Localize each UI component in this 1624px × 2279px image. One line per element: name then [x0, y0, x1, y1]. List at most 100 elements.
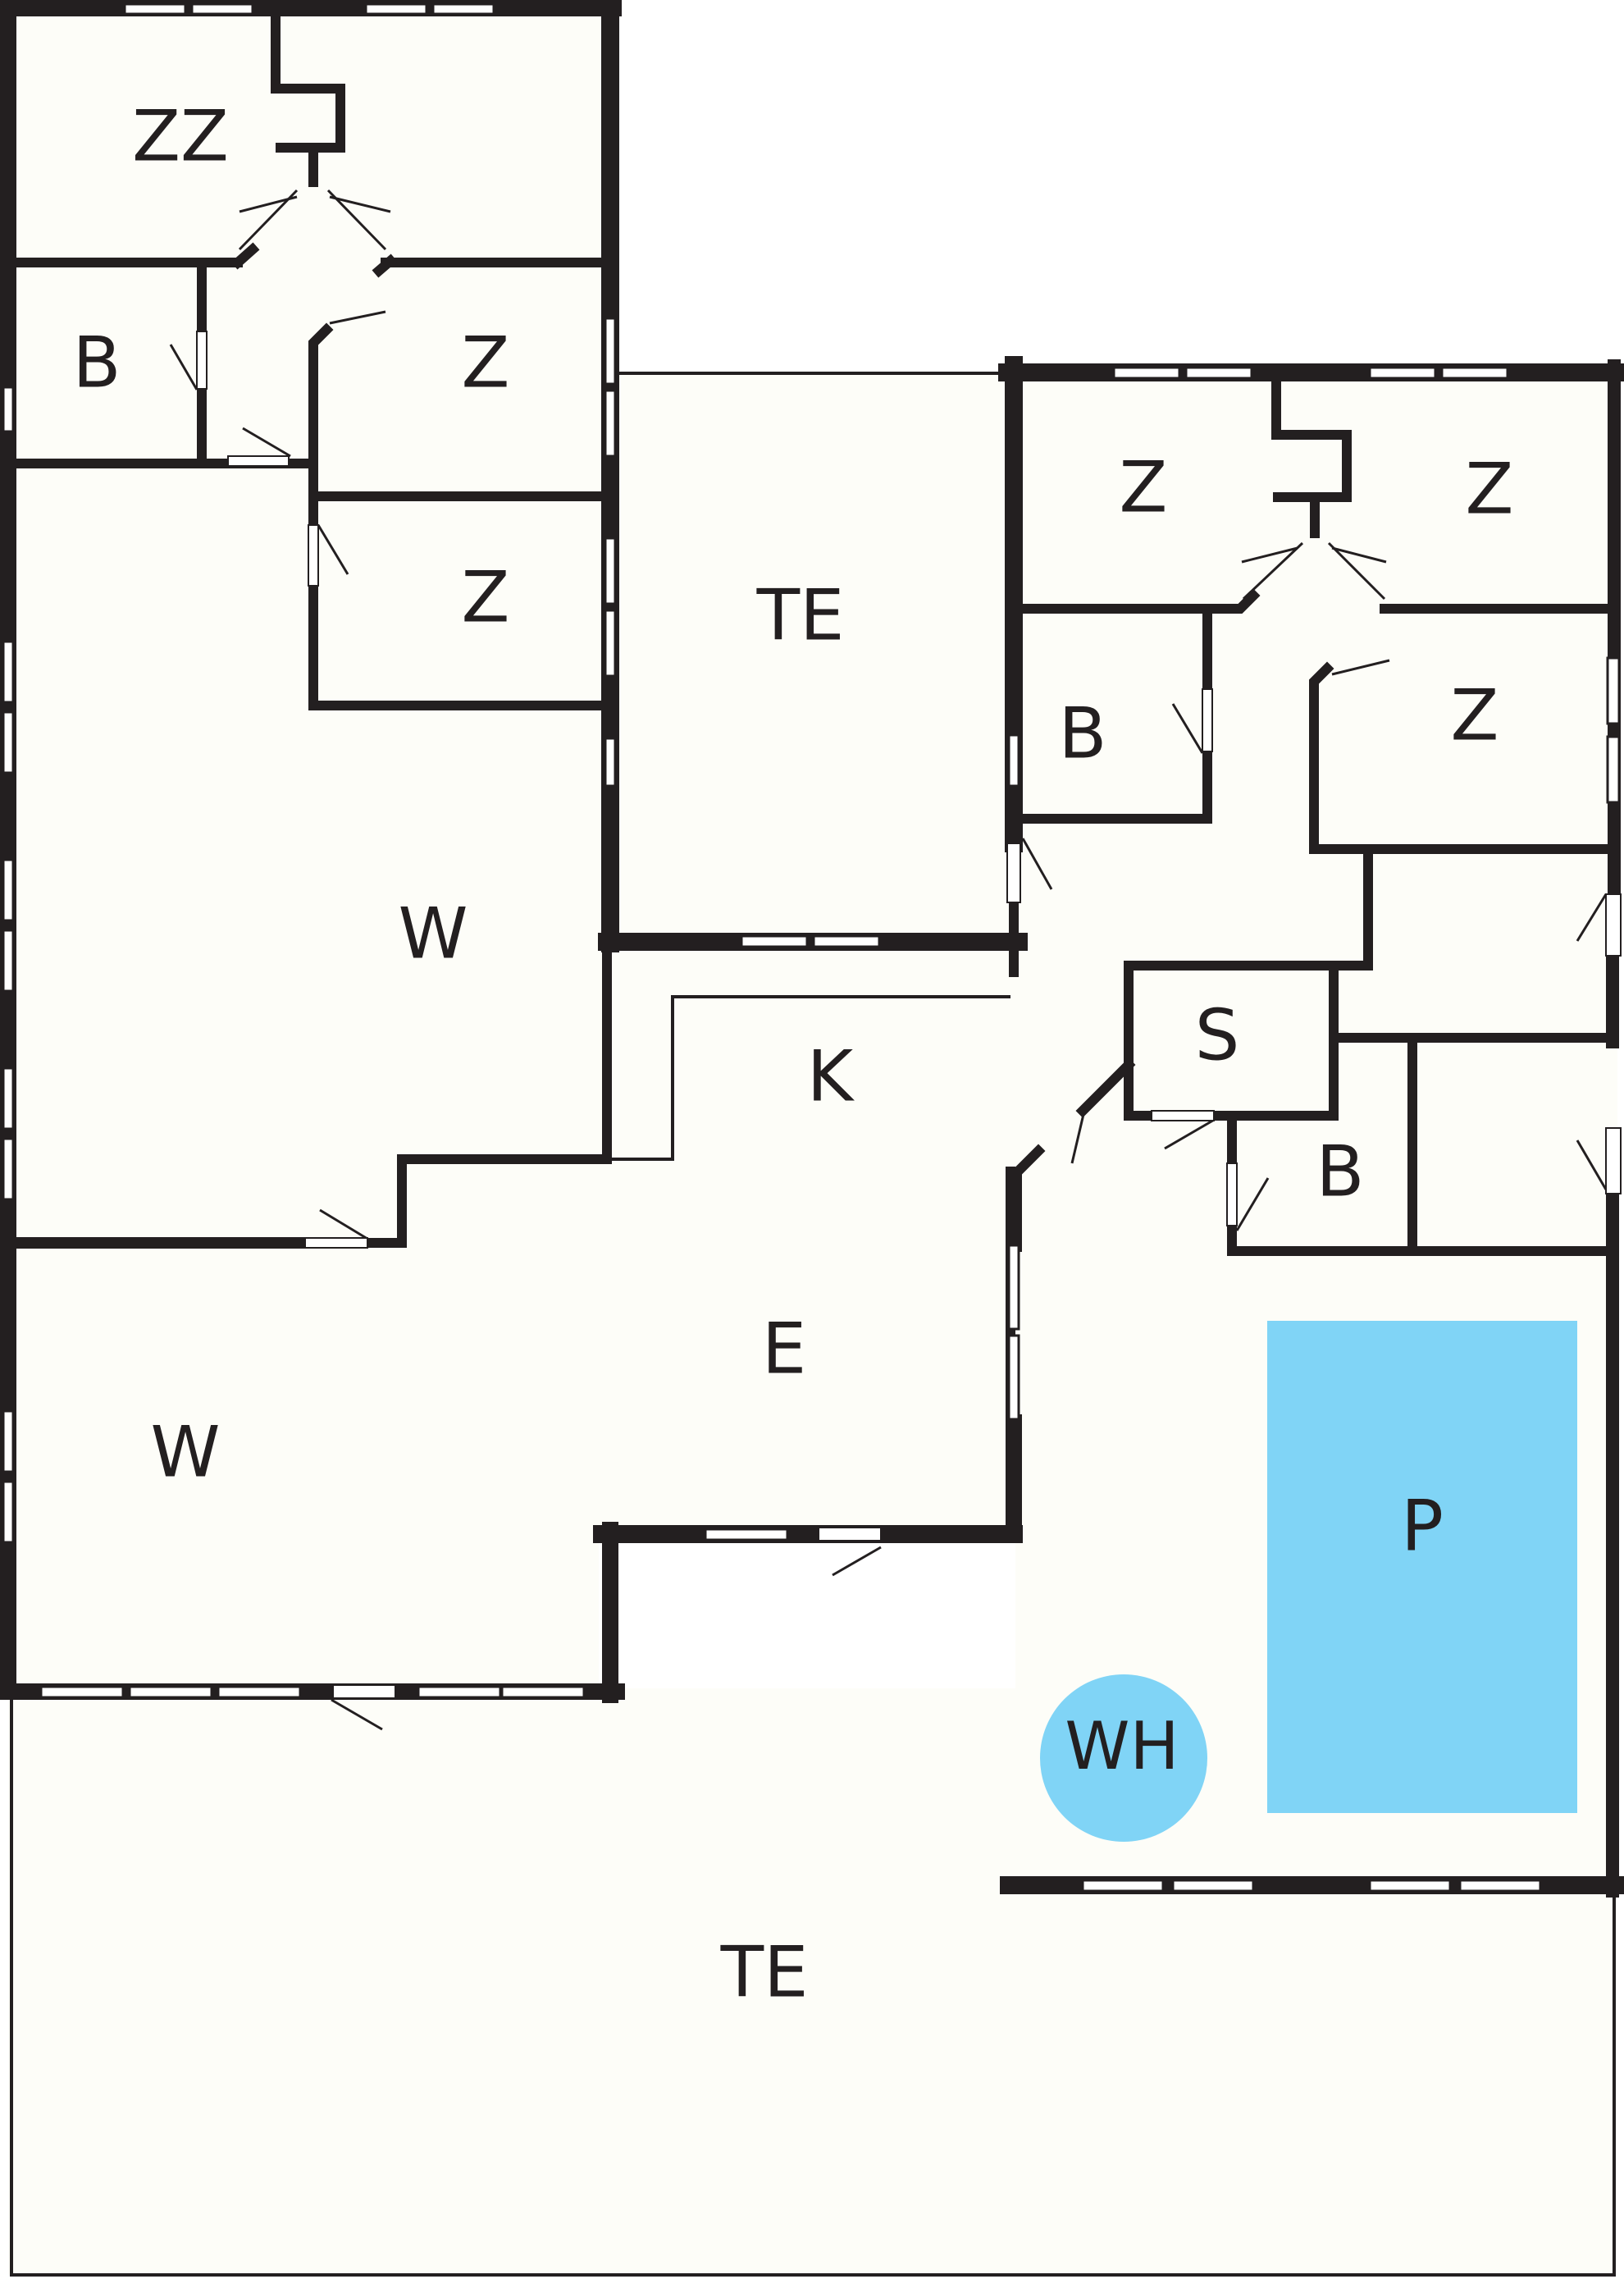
- window: [190, 2, 254, 16]
- wall: [308, 322, 334, 460]
- window: [604, 609, 617, 678]
- room-label-z-right-3: Z: [1451, 674, 1499, 756]
- wall: [1012, 1144, 1046, 1252]
- window: [604, 317, 617, 386]
- window: [1368, 366, 1437, 380]
- window: [1606, 656, 1621, 725]
- door-opening: [196, 331, 208, 390]
- wall: [1075, 1057, 1136, 1118]
- whirlpool: [1040, 1674, 1207, 1842]
- window: [812, 934, 881, 948]
- window: [740, 934, 809, 948]
- window: [604, 737, 617, 788]
- window: [2, 1480, 15, 1544]
- window: [1007, 733, 1020, 788]
- window: [2, 640, 15, 704]
- wall: [372, 253, 398, 278]
- room-label-e: E: [762, 1308, 806, 1390]
- door-opening: [1605, 1127, 1622, 1194]
- door-opening: [308, 524, 319, 587]
- window: [1606, 735, 1621, 804]
- lower-terrace-outline: [10, 1694, 1616, 2277]
- window: [2, 858, 15, 922]
- window: [1171, 1879, 1255, 1893]
- window: [2, 1137, 15, 1201]
- door-opening: [332, 1684, 396, 1699]
- door-opening: [1006, 843, 1021, 903]
- wall: [1012, 588, 1261, 614]
- room-label-z-left-1: Z: [462, 322, 510, 404]
- door-opening: [1605, 893, 1622, 957]
- door-opening: [1151, 1110, 1215, 1121]
- window: [2, 710, 15, 774]
- wall: [1124, 844, 1373, 1070]
- door-openings: [196, 331, 1622, 1699]
- room-label-s: S: [1195, 994, 1240, 1076]
- window: [217, 1685, 302, 1699]
- window: [1007, 1334, 1020, 1421]
- wall: [308, 582, 612, 710]
- window: [1184, 366, 1253, 380]
- window: [704, 1528, 789, 1541]
- left-wing-floor: [7, 7, 609, 1688]
- door-swings: [169, 189, 1608, 1731]
- wall: [1012, 746, 1212, 824]
- windows: [2, 2, 1621, 1893]
- kitchen-entry-floor: [609, 948, 1017, 1534]
- room-label-b-left: B: [73, 322, 121, 404]
- window: [364, 2, 428, 16]
- window: [2, 929, 15, 993]
- window: [1007, 1244, 1020, 1331]
- room-label-z-left-2: Z: [462, 556, 510, 638]
- thin-outlines: [10, 372, 1616, 2277]
- room-label-z-right-1: Z: [1120, 446, 1168, 528]
- wall: [1209, 963, 1339, 1121]
- door-opening: [227, 455, 290, 467]
- floor-areas: [7, 7, 1617, 2275]
- room-label-te-lower: TE: [720, 1931, 809, 2013]
- window: [500, 1685, 586, 1699]
- wall: [230, 242, 260, 270]
- window: [417, 1685, 502, 1699]
- wall: [1124, 1060, 1156, 1121]
- room-label-te-upper: TE: [756, 574, 845, 656]
- room-label-wh: WH: [1065, 1708, 1179, 1784]
- room-label-z-right-2: Z: [1466, 448, 1514, 530]
- kitchen-counter-outline: [610, 995, 1010, 1161]
- window: [39, 1685, 125, 1699]
- window: [123, 2, 187, 16]
- room-label-b-right-lower: B: [1316, 1130, 1365, 1213]
- room-label-k: K: [807, 1035, 855, 1117]
- room-label-w-upper: W: [398, 893, 468, 975]
- pool: [1267, 1321, 1577, 1813]
- walls: [0, 0, 1624, 1898]
- window: [1368, 1879, 1452, 1893]
- door-opening: [1202, 688, 1213, 752]
- wall: [1227, 1222, 1614, 1256]
- room-label-w-lower: W: [150, 1411, 220, 1493]
- upper-terrace-floor: [609, 373, 1010, 948]
- window: [1440, 366, 1509, 380]
- window: [1081, 1879, 1165, 1893]
- window: [2, 386, 15, 433]
- room-label-zz: ZZ: [132, 95, 229, 177]
- window: [2, 1409, 15, 1473]
- window: [431, 2, 495, 16]
- window: [1458, 1879, 1542, 1893]
- room-labels: ZZ B Z Z TE W K E W TE Z Z B Z S B P WH: [73, 95, 1514, 2013]
- wall: [271, 7, 345, 153]
- door-opening: [1226, 1162, 1238, 1226]
- room-label-p: P: [1401, 1485, 1444, 1567]
- window: [2, 1066, 15, 1130]
- window: [128, 1685, 213, 1699]
- window: [1112, 366, 1181, 380]
- window: [604, 537, 617, 605]
- door-opening: [304, 1237, 368, 1249]
- wall: [1271, 377, 1352, 502]
- wall: [1309, 661, 1614, 854]
- door-opening: [818, 1527, 882, 1541]
- window: [604, 389, 617, 458]
- room-label-b-right: B: [1059, 692, 1107, 774]
- wall: [364, 943, 612, 1248]
